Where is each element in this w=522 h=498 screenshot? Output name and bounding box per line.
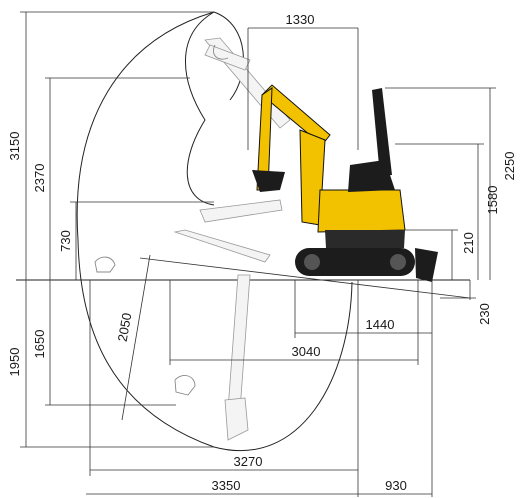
dim-1950: 1950	[7, 348, 22, 377]
dim-1650: 1650	[32, 330, 47, 359]
dim-230: 230	[477, 303, 492, 325]
excavator-machine	[252, 84, 438, 282]
excavator-rops	[372, 88, 392, 176]
dim-2050: 2050	[115, 312, 135, 343]
dim-1330: 1330	[286, 12, 315, 27]
dim-1580: 1580	[485, 186, 500, 215]
excavator-track	[295, 248, 415, 276]
excavator-boom	[261, 84, 331, 146]
dim-3270: 3270	[234, 454, 263, 469]
excavator-bucket	[252, 170, 285, 192]
dimension-lines	[20, 11, 496, 497]
dim-3150: 3150	[7, 132, 22, 161]
dim-2370: 2370	[32, 164, 47, 193]
dim-730: 730	[58, 230, 73, 252]
dim-930: 930	[385, 478, 407, 493]
dim-3350: 3350	[212, 478, 241, 493]
excavator-body	[317, 189, 406, 233]
ghost-boom-positions	[94, 37, 291, 441]
dim-210: 210	[461, 232, 476, 254]
dim-3040: 3040	[292, 344, 321, 359]
digging-envelope-upper	[213, 11, 244, 101]
dim-2250: 2250	[502, 152, 517, 181]
excavator-blade	[415, 248, 438, 282]
dim-1440: 1440	[366, 317, 395, 332]
digging-envelope-inner	[185, 11, 215, 206]
digging-envelope-outer	[76, 11, 353, 452]
